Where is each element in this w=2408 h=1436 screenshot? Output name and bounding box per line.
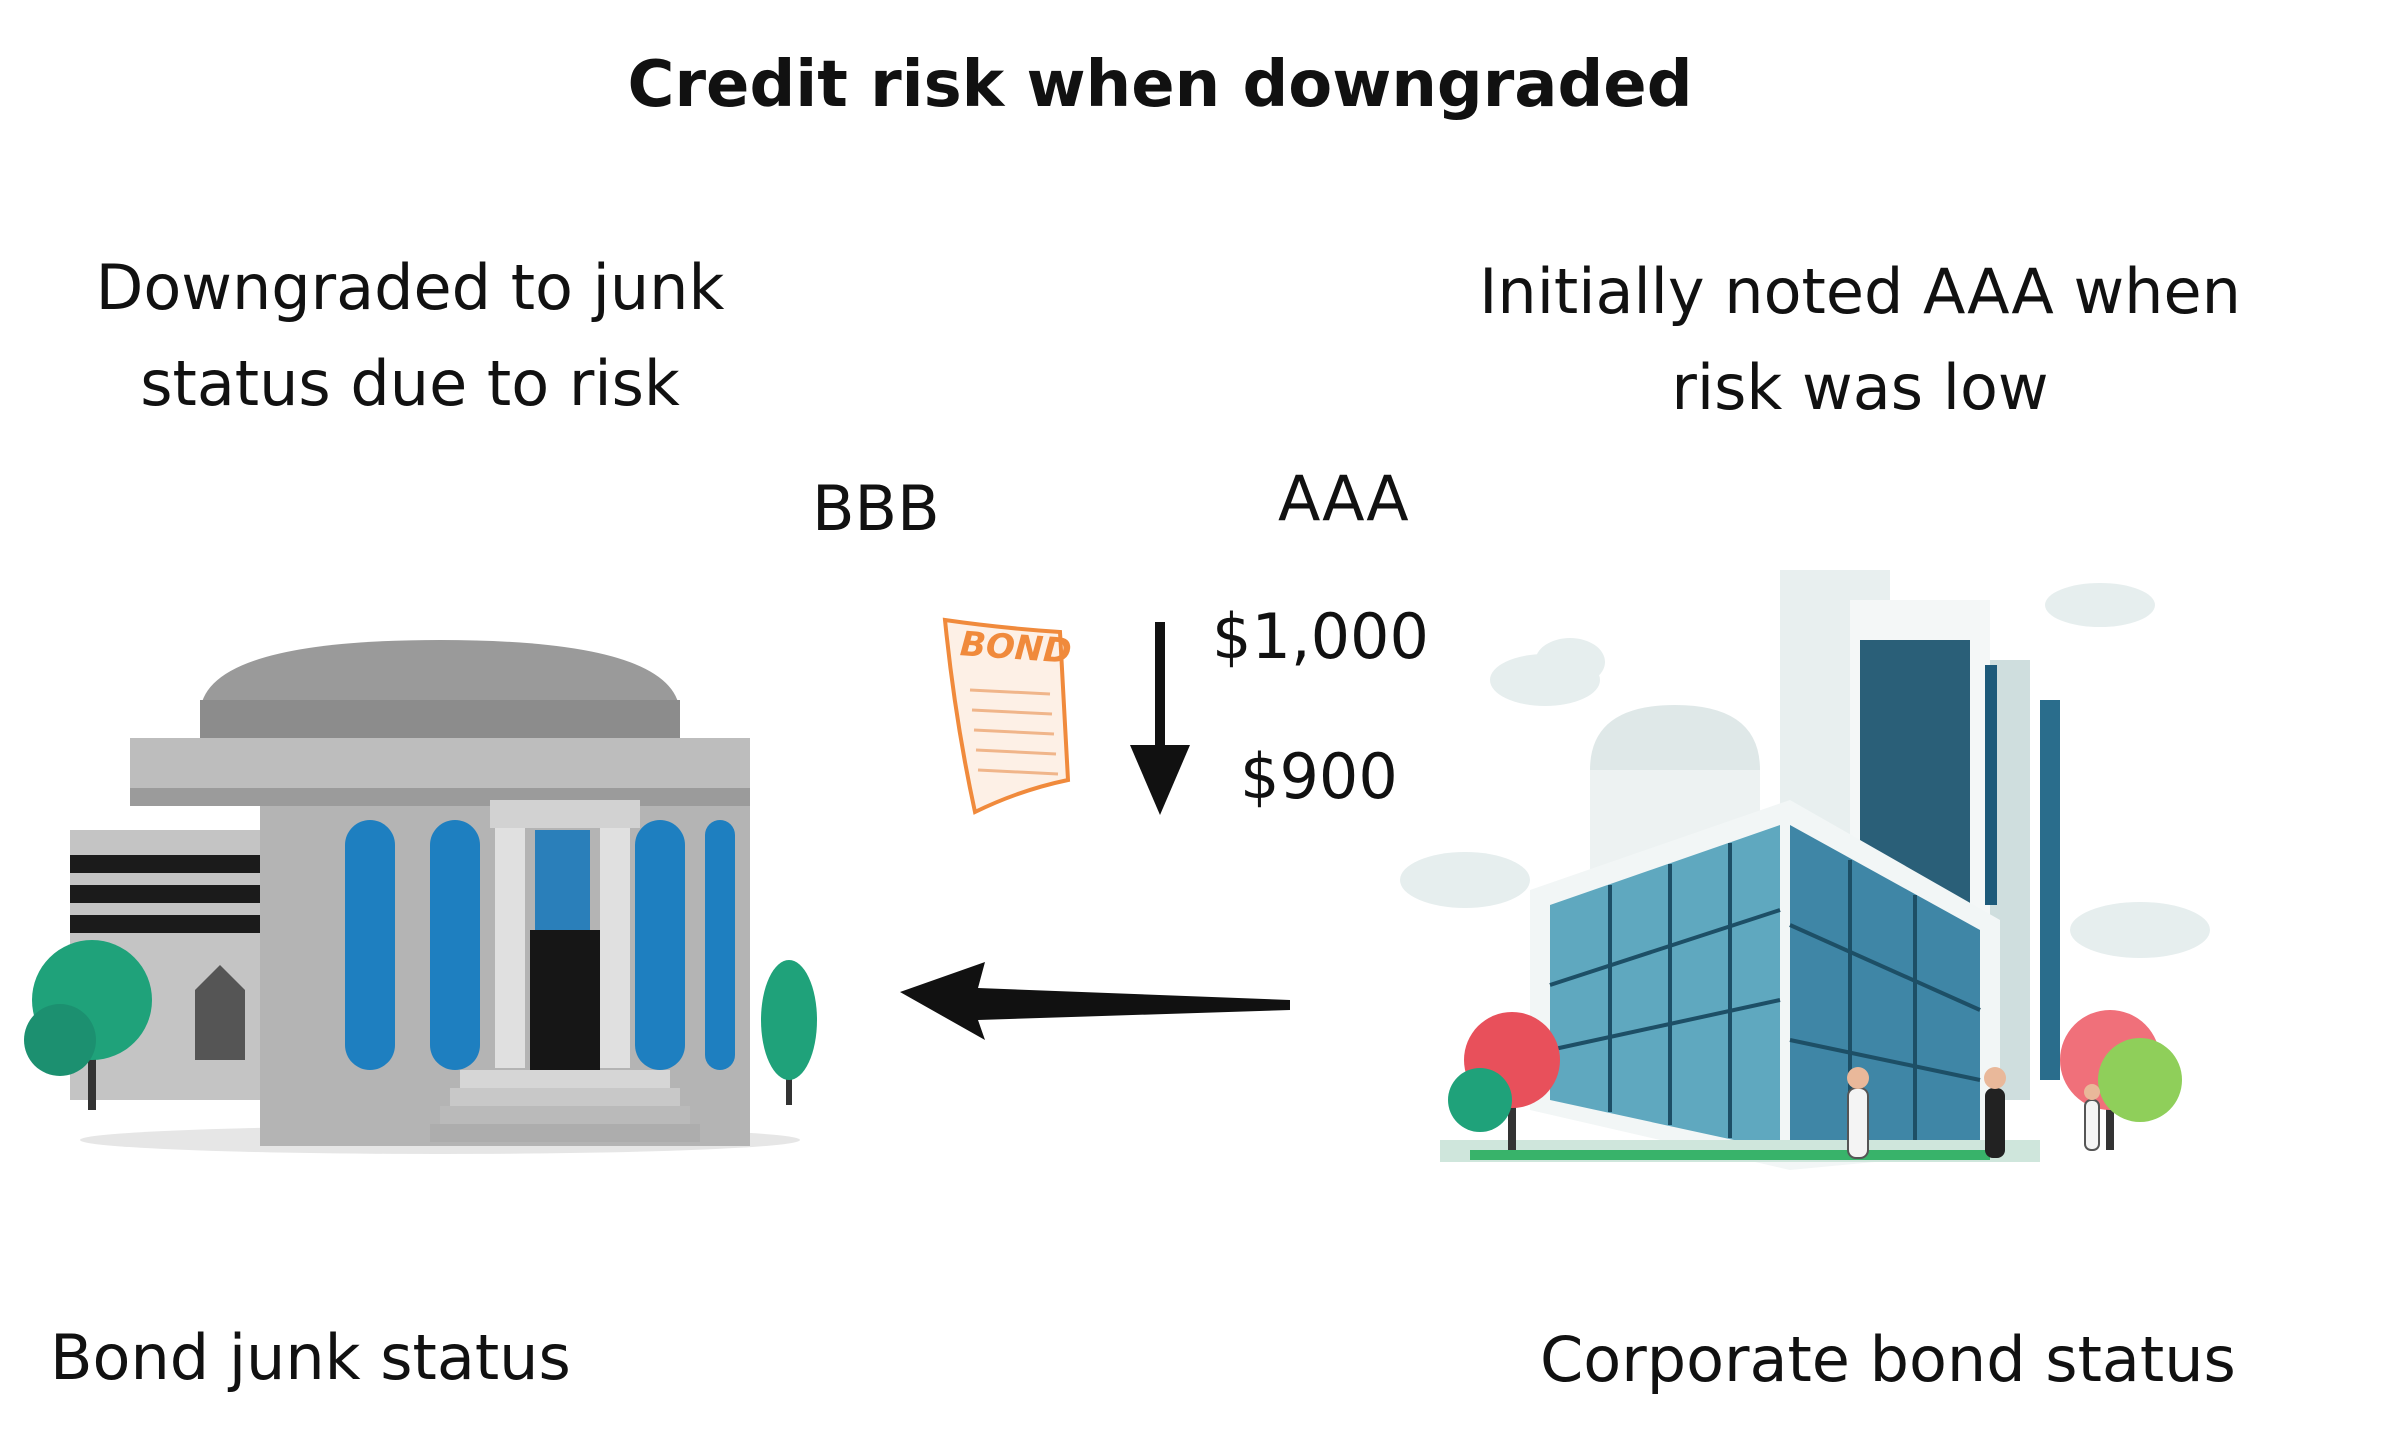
downgrade-arrow	[900, 962, 1290, 1040]
bank-building-illustration	[24, 640, 817, 1154]
price-down-arrow	[1130, 622, 1190, 815]
diagram-title: Credit risk when downgraded	[627, 48, 1693, 122]
bond-document-icon	[942, 617, 1071, 815]
rating-aaa: AAA	[1278, 462, 1409, 535]
left-caption-line1: Downgraded to junk	[95, 251, 725, 324]
bottom-right-label: Corporate bond status	[1540, 1323, 2236, 1396]
left-caption-line2: status due to risk	[140, 347, 680, 420]
right-caption-line2: risk was low	[1671, 351, 2049, 424]
right-caption: Initially noted AAA when risk was low	[1460, 244, 2260, 436]
rating-bbb: BBB	[812, 472, 940, 545]
left-caption: Downgraded to junk status due to risk	[60, 240, 760, 432]
price-original: $1,000	[1212, 600, 1429, 673]
right-caption-line1: Initially noted AAA when	[1479, 255, 2241, 328]
price-downgraded: $900	[1240, 740, 1398, 813]
bond-document-label: BOND	[958, 624, 1073, 672]
bottom-left-label: Bond junk status	[50, 1321, 571, 1394]
corporate-building-illustration	[1400, 570, 2210, 1170]
